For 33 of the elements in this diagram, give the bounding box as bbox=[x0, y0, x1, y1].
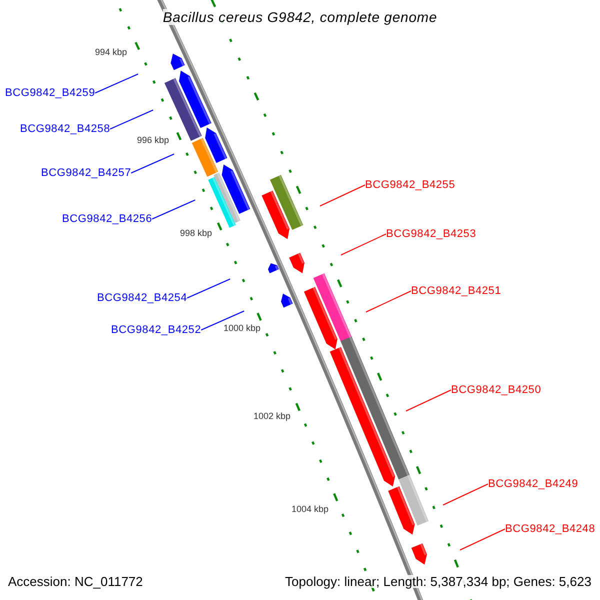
leader-line bbox=[186, 278, 231, 298]
leader-line bbox=[340, 234, 386, 256]
scale-label: 1002 kbp bbox=[254, 412, 291, 420]
map-title: Bacillus cereus G9842, complete genome bbox=[162, 9, 438, 25]
gene-label: BCG9842_B4249 bbox=[488, 478, 578, 490]
accession-text: Accession: NC_011772 bbox=[8, 574, 143, 588]
leader-line bbox=[460, 528, 506, 550]
gene-label: BCG9842_B4250 bbox=[451, 384, 542, 396]
scale-label: 994 kbp bbox=[95, 48, 128, 56]
leader-line bbox=[152, 200, 196, 220]
leader-line bbox=[320, 184, 366, 206]
genome-stats-text: Topology: linear; Length: 5,387,334 bp; Genes: 5,623 bbox=[285, 574, 592, 588]
gene-label: BCG9842_B4256 bbox=[62, 214, 152, 224]
scale-label: 1000 kbp bbox=[224, 324, 261, 332]
gene-label: BCG9842_B4253 bbox=[386, 228, 476, 240]
leader-line bbox=[200, 310, 245, 330]
leader-line bbox=[110, 110, 154, 130]
leader-line bbox=[366, 290, 412, 312]
scale-label: 996 kbp bbox=[137, 136, 170, 144]
scale-label: 998 kbp bbox=[180, 228, 212, 238]
gene-label: BCG9842_B4248 bbox=[505, 524, 596, 534]
gene-label: BCG9842_B4252 bbox=[111, 324, 202, 336]
gene-label: BCG9842_B4251 bbox=[411, 286, 502, 296]
gene-label: BCG9842_B4258 bbox=[20, 124, 110, 134]
gene-label: BCG9842_B4259 bbox=[5, 88, 96, 98]
leader-line bbox=[406, 390, 452, 412]
leader-line bbox=[442, 484, 488, 506]
leader-line bbox=[94, 74, 139, 94]
leader-line bbox=[130, 154, 175, 174]
scale-label: 1004 kbp bbox=[292, 504, 329, 514]
gene-label: BCG9842_B4255 bbox=[365, 180, 456, 190]
gene-label: BCG9842_B4257 bbox=[41, 168, 132, 178]
gene-label: BCG9842_B4254 bbox=[97, 292, 188, 304]
